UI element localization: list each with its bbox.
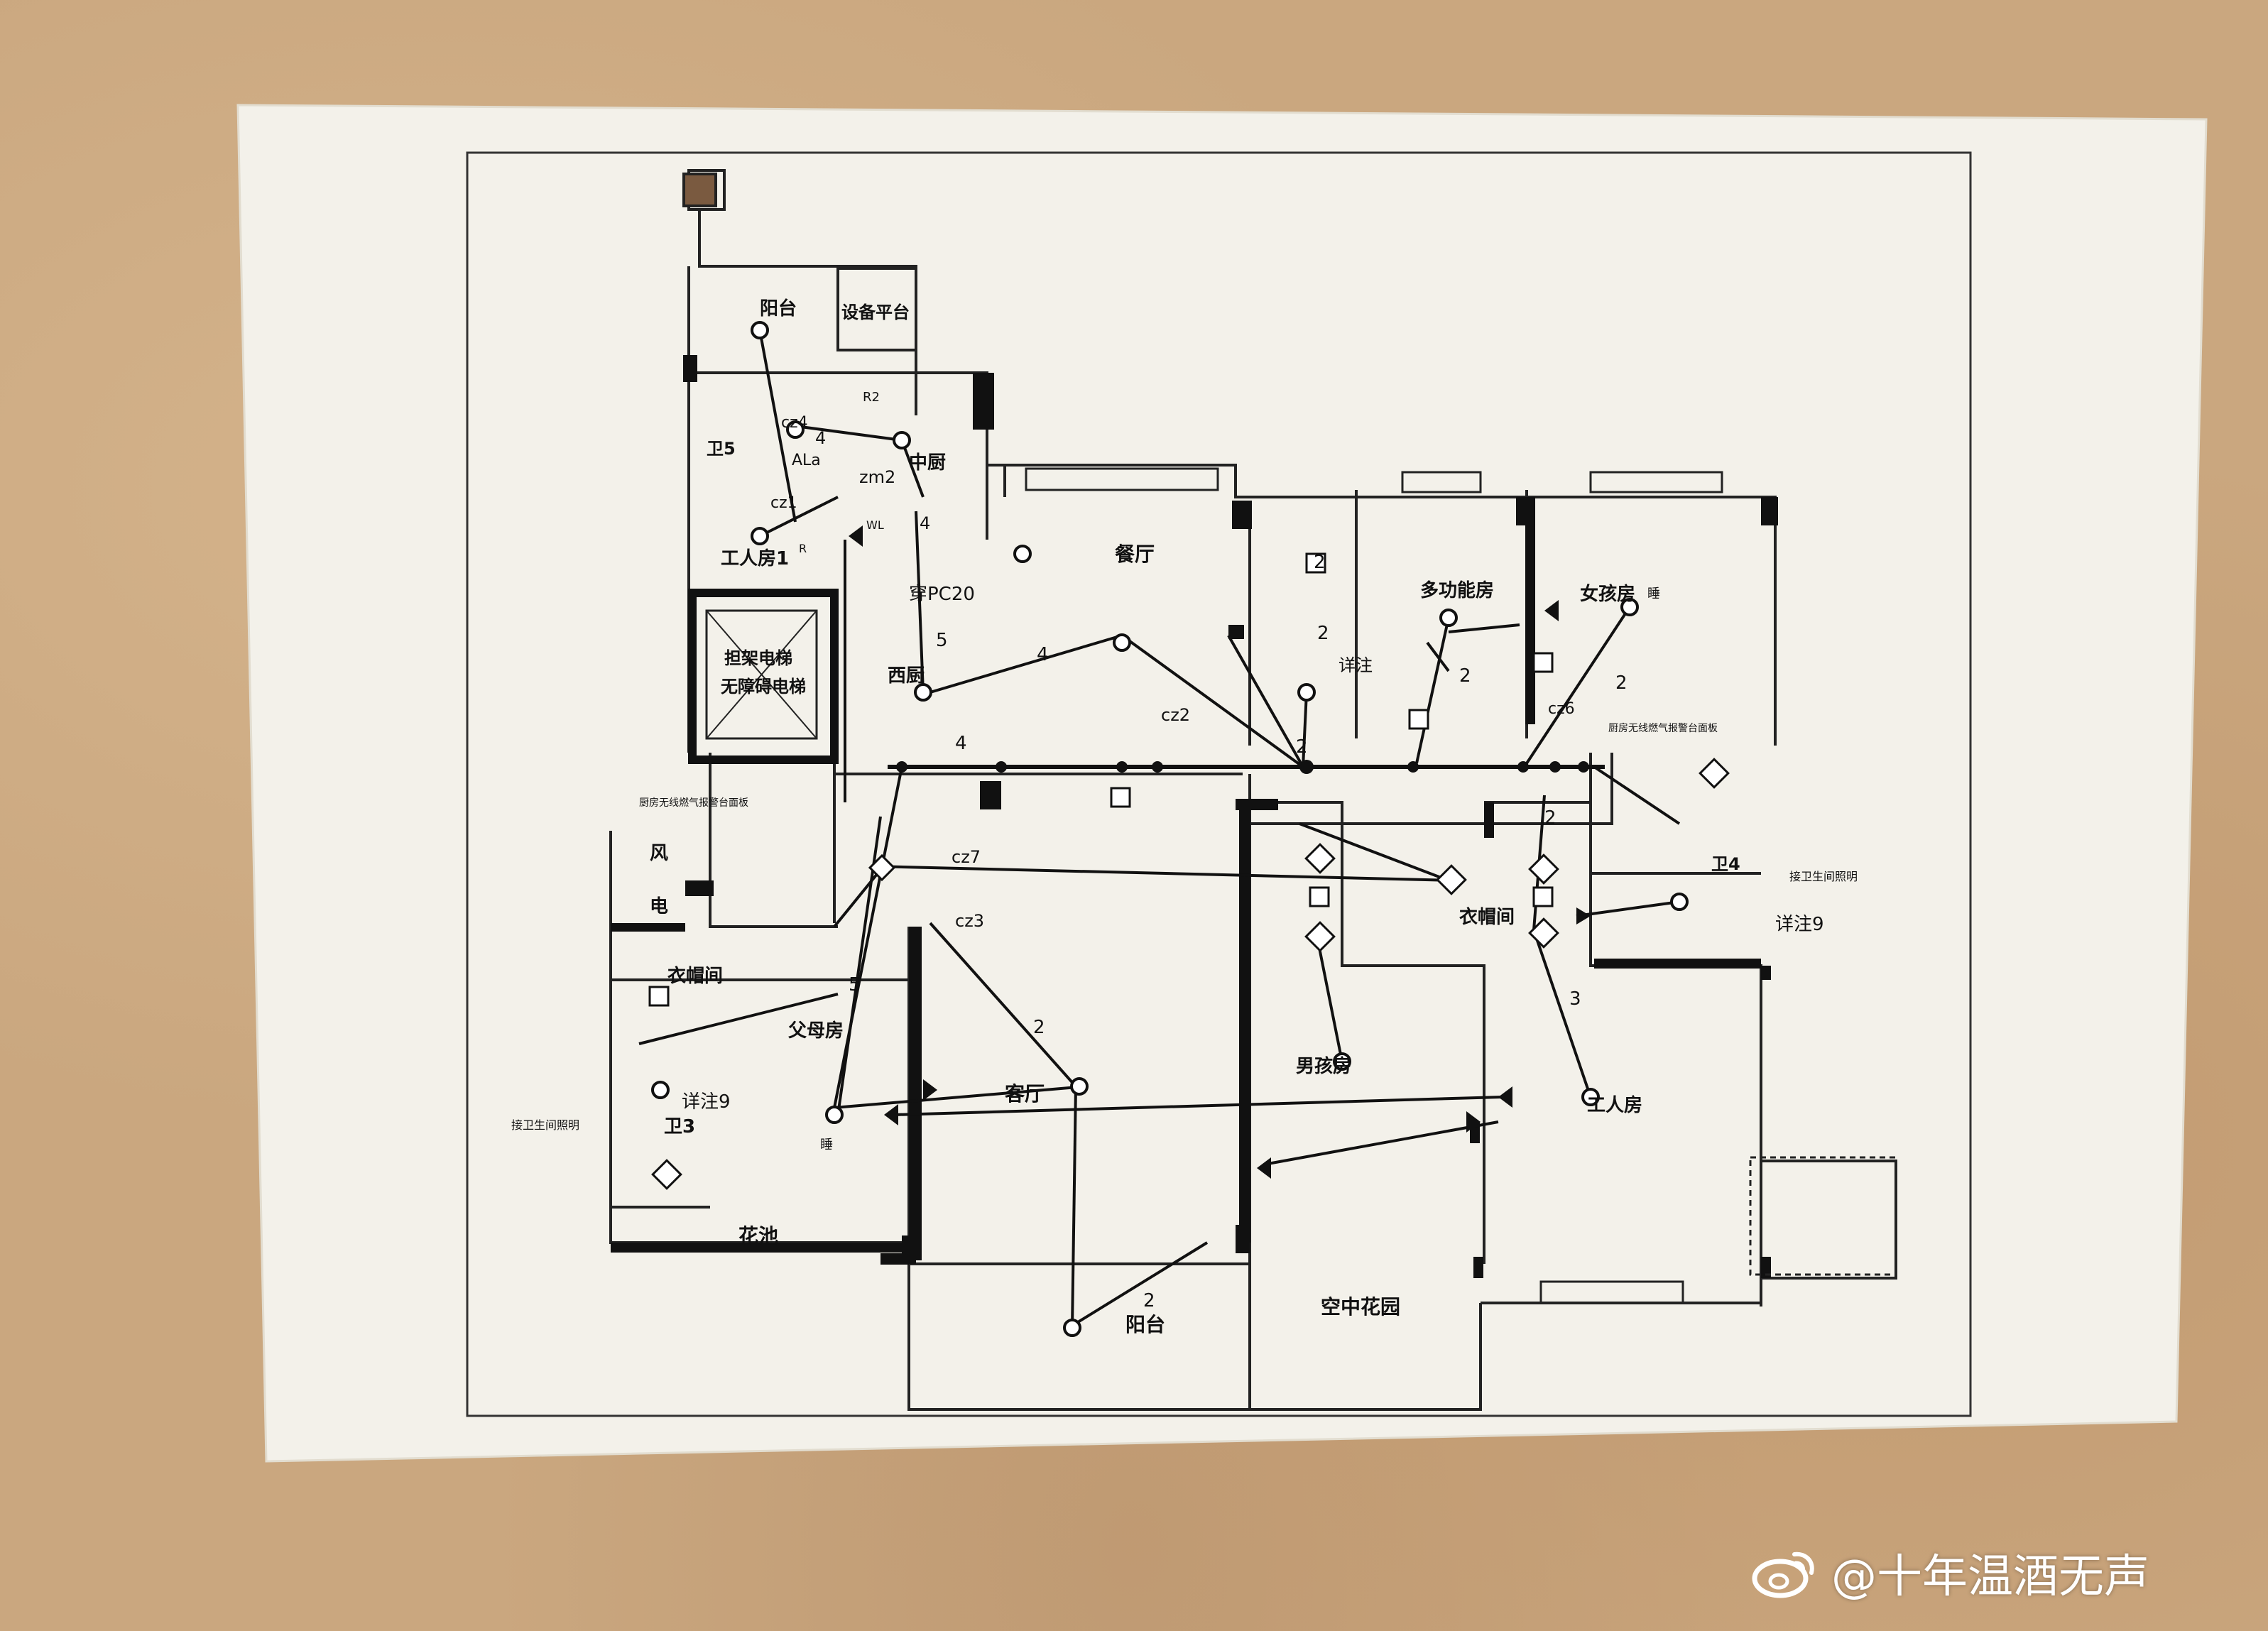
light-fixtures (651, 321, 1689, 1337)
tag-cz2: cz2 (1161, 705, 1190, 725)
room-equipment-platform: 设备平台 (841, 302, 910, 322)
tag-num-4b: 4 (920, 513, 930, 533)
room-worker-right: 工人房 (1587, 1095, 1642, 1116)
tag-num-2b: 2 (1459, 665, 1471, 687)
room-parents: 父母房 (788, 1020, 844, 1042)
weibo-icon (1752, 1551, 1814, 1598)
tag-num-2h: 2 (1314, 552, 1326, 573)
tag-num-4c: 4 (1037, 644, 1049, 665)
room-electric: 电 (650, 896, 668, 917)
circuit-annotations: cz4 cz1 zm2 穿PC20 WL ALa R2 R cz2 cz6 cz… (511, 390, 1858, 1311)
room-flower-bed: 花池 (738, 1224, 778, 1248)
tag-num-3: 3 (1569, 988, 1581, 1010)
tag-num-2d: 2 (1296, 736, 1308, 758)
tag-zm2: zm2 (859, 467, 895, 487)
tag-detail9-right: 详注9 (1775, 914, 1824, 935)
switches (648, 552, 1730, 1190)
room-western-kitchen: 西厨 (888, 665, 925, 687)
tag-num-2a: 2 (1317, 623, 1329, 644)
note-panel-right: 厨房无线燃气报警台面板 (1608, 722, 1718, 734)
tag-num-2e: 2 (1544, 807, 1556, 829)
thick-walls (611, 355, 1778, 1278)
tag-num-4a: 4 (815, 428, 826, 448)
note-panel-left: 厨房无线燃气报警台面板 (639, 797, 748, 809)
room-boy: 男孩房 (1296, 1055, 1351, 1077)
tag-detail-mid: 详注 (1339, 655, 1373, 675)
room-bath-worker: 卫5 (707, 439, 736, 459)
room-dining: 餐厅 (1115, 542, 1155, 566)
tag-bedside-2: 睡 (1647, 587, 1660, 601)
watermark: @十年温酒无声 (1750, 1541, 2149, 1605)
tag-cz3: cz3 (955, 911, 984, 931)
vent-shaft (682, 173, 717, 207)
tag-num-2f: 2 (1033, 1017, 1045, 1038)
note-bath-left: 接卫生间照明 (511, 1118, 579, 1132)
drawing-border (466, 151, 1972, 1417)
room-worker: 工人房1 (721, 548, 789, 569)
junction-dots (896, 760, 1589, 774)
window-bands (1025, 467, 1897, 1304)
elevator (688, 589, 839, 764)
tag-cz7: cz7 (952, 847, 981, 867)
tag-cz1: cz1 (770, 494, 797, 512)
tag-ala: ALa (792, 452, 821, 469)
tag-num-5a: 5 (936, 630, 948, 651)
room-girl: 女孩房 (1580, 583, 1635, 605)
tag-pc20: 穿PC20 (909, 584, 975, 605)
room-labels: 阳台 设备平台 中厨 卫5 工人房1 担架电梯 无障碍电梯 餐厅 西厨 多功能房… (650, 298, 1740, 1336)
room-living: 客厅 (1005, 1082, 1045, 1106)
wall-lamps (849, 525, 1591, 1179)
room-sky-garden: 空中花园 (1321, 1295, 1400, 1319)
tag-bedside-1: 睡 (820, 1138, 833, 1152)
room-balcony-bottom: 阳台 (1125, 1313, 1165, 1336)
wiring (638, 329, 1681, 1329)
elevator-label-1: 担架电梯 (724, 648, 792, 668)
room-kitchen: 中厨 (909, 452, 946, 474)
room-cloakroom-right: 衣帽间 (1459, 906, 1515, 928)
room-bath3: 卫3 (664, 1116, 695, 1138)
tag-cz6: cz6 (1548, 700, 1575, 718)
room-cloakroom-left: 衣帽间 (667, 965, 723, 987)
tag-num-2g: 2 (1143, 1290, 1155, 1311)
tag-r2: R2 (863, 390, 880, 405)
tag-r: R (799, 542, 807, 555)
room-bath-right: 卫4 (1711, 854, 1740, 874)
tag-num-4d: 4 (955, 733, 967, 754)
tag-num-2c: 2 (1615, 672, 1628, 694)
paper-sheet (236, 104, 2208, 1463)
room-balcony-top: 阳台 (760, 298, 797, 320)
room-multi: 多功能房 (1420, 579, 1494, 601)
elevator-label-2: 无障碍电梯 (721, 677, 806, 697)
tag-detail9-left: 详注9 (682, 1091, 731, 1113)
tag-cz4: cz4 (781, 414, 808, 432)
note-bath-right: 接卫生间照明 (1789, 870, 1858, 883)
room-wind: 风 (650, 843, 668, 864)
tag-wl: WL (866, 518, 884, 532)
watermark-text: @十年温酒无声 (1831, 1551, 2149, 1603)
tag-num-5b: 5 (849, 974, 861, 995)
